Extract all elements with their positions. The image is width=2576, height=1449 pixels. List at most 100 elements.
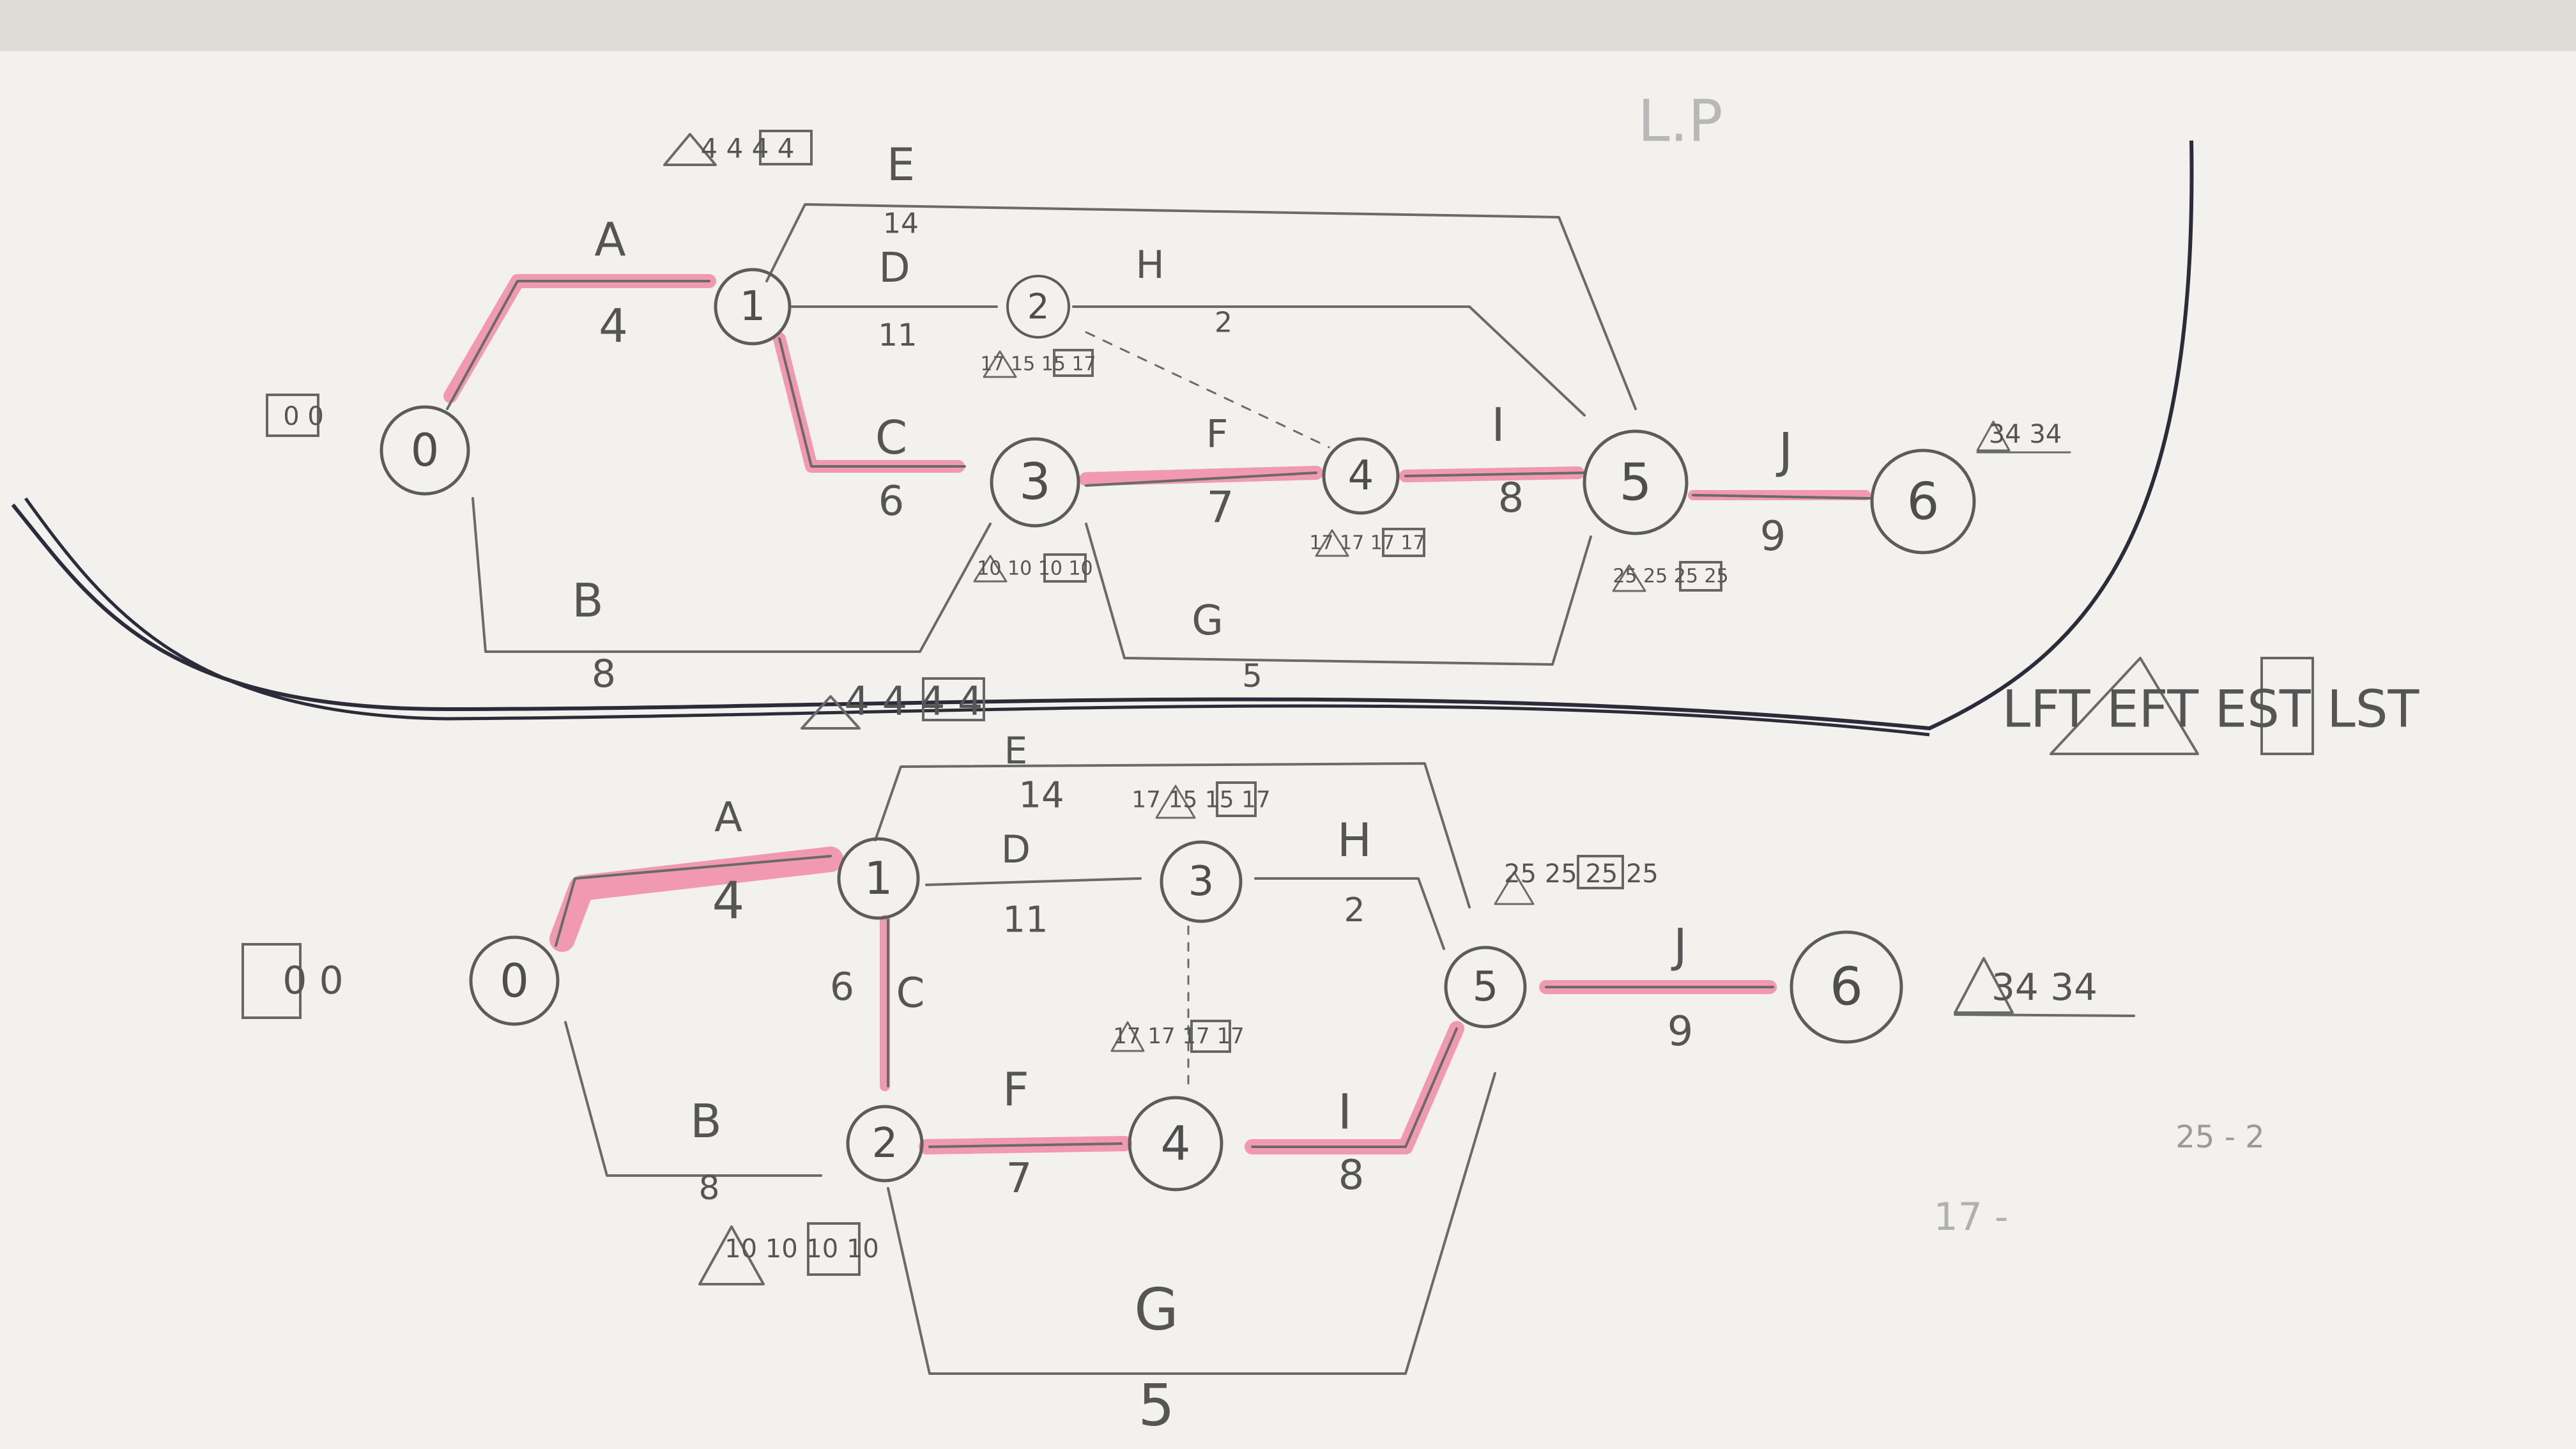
svg-text:17 15 15 17: 17 15 15 17 — [980, 353, 1096, 376]
top-arrow-J — [1692, 494, 1873, 500]
svg-text:25 25 25 25: 25 25 25 25 — [1613, 565, 1728, 588]
top-node-3: 3 — [990, 437, 1080, 528]
top-label-E: E — [887, 139, 915, 191]
top-dur-H: 2 — [1215, 307, 1232, 339]
top-label-J: J — [1776, 422, 1793, 479]
bottom-dur-F: 7 — [1006, 1155, 1032, 1202]
lp-annotation: L.P — [1637, 88, 1722, 155]
note-a: 25 - 2 — [2175, 1119, 2264, 1155]
top-arrow-G — [1085, 523, 1592, 666]
top-dur-I: 8 — [1498, 475, 1524, 522]
bottom-label-D: D — [1001, 827, 1031, 872]
bottom-arrow-A — [555, 855, 832, 947]
bottom-arrow-D — [925, 877, 1142, 886]
top-arrow-A — [446, 280, 710, 410]
top-dur-J: 9 — [1760, 513, 1786, 560]
svg-text:0 0: 0 0 — [283, 402, 324, 431]
top-arrow-I — [1404, 471, 1586, 477]
svg-text:3: 3 — [1019, 454, 1051, 511]
bottom-arrow-B — [564, 1021, 822, 1177]
top-label-D: D — [878, 245, 910, 292]
bottom-arrow-E — [874, 762, 1471, 908]
bottom-node-0: 0 — [469, 935, 560, 1026]
bottom-node-1: 1 — [837, 837, 920, 920]
bottom-label-C: C — [896, 970, 925, 1017]
svg-text:34 34: 34 34 — [1989, 420, 2062, 449]
svg-text:17 17 17 17: 17 17 17 17 — [1309, 532, 1425, 555]
svg-text:10 10 10 10: 10 10 10 10 — [977, 558, 1092, 580]
bottom-node-6: 6 — [1790, 930, 1903, 1044]
top-dur-B: 8 — [592, 652, 616, 696]
svg-text:2: 2 — [872, 1120, 898, 1167]
bottom-node-3: 3 — [1160, 840, 1243, 923]
svg-text:17 17 17 17: 17 17 17 17 — [1113, 1023, 1244, 1049]
top-times-node4: 17 17 17 17 — [1309, 528, 1425, 557]
bottom-label-B: B — [690, 1094, 721, 1148]
top-times-bottom-b: 4 4 4 4 — [801, 677, 985, 730]
top-dur-D: 11 — [878, 318, 917, 353]
bottom-dur-A: 4 — [712, 871, 745, 931]
top-node-1: 1 — [714, 268, 792, 346]
top-arrow-F — [1085, 471, 1317, 487]
bottom-arrow-I — [1251, 1027, 1458, 1148]
top-arrow-C — [778, 337, 966, 468]
bottom-node-4: 4 — [1128, 1096, 1223, 1192]
top-node-4: 4 — [1322, 437, 1400, 515]
bottom-dur-D: 11 — [1002, 900, 1048, 941]
paper-shadow-top — [0, 0, 2576, 51]
top-label-F: F — [1206, 412, 1229, 457]
bottom-dur-J: 9 — [1667, 1008, 1694, 1055]
top-dur-F: 7 — [1206, 483, 1234, 533]
top-label-B: B — [572, 574, 603, 627]
svg-text:6: 6 — [1830, 957, 1863, 1018]
svg-text:10 10 10 10: 10 10 10 10 — [724, 1234, 879, 1264]
bottom-dur-G: 5 — [1138, 1372, 1174, 1439]
svg-text:4: 4 — [1348, 452, 1374, 500]
top-dur-E: 14 — [883, 208, 919, 240]
top-times-node1: 4 4 4 4 — [663, 130, 813, 166]
top-label-I: I — [1491, 398, 1505, 452]
svg-text:2: 2 — [1027, 287, 1049, 327]
svg-text:25 25 25 25: 25 25 25 25 — [1504, 859, 1659, 889]
legend-annotation: LFT EFT EST LST — [2002, 657, 2420, 755]
top-dur-C: 6 — [878, 478, 905, 525]
top-diagram: 0 1 2 3 4 5 6 A 4 B 8 C 6 — [266, 130, 2071, 730]
bottom-dur-B: 8 — [698, 1169, 719, 1208]
top-times-node6: 34 34 — [1976, 420, 2071, 454]
svg-text:4 4 4 4: 4 4 4 4 — [845, 678, 983, 724]
svg-text:17 15 15 17: 17 15 15 17 — [1131, 787, 1271, 813]
bottom-times-node6: 34 34 — [1954, 957, 2135, 1017]
svg-text:1: 1 — [740, 283, 766, 330]
bottom-arrow-F — [928, 1142, 1123, 1148]
ink-divider-curve-2 — [24, 497, 1930, 737]
svg-text:34 34: 34 34 — [1991, 965, 2097, 1009]
bottom-label-G: G — [1134, 1276, 1179, 1344]
top-arrow-dummy — [1085, 331, 1330, 448]
top-arrow-E — [765, 203, 1637, 410]
svg-text:6: 6 — [1907, 472, 1940, 532]
top-dur-G: 5 — [1242, 657, 1262, 694]
top-label-C: C — [875, 411, 907, 464]
bottom-label-H: H — [1337, 813, 1372, 867]
svg-text:0: 0 — [500, 954, 529, 1008]
bottom-dur-E: 14 — [1018, 775, 1064, 816]
bottom-start-box: 0 0 — [241, 943, 344, 1019]
bottom-times-node4: 17 17 17 17 — [1110, 1020, 1245, 1053]
svg-text:5: 5 — [1473, 963, 1499, 1011]
svg-text:0 0: 0 0 — [282, 958, 343, 1003]
top-node-6: 6 — [1870, 448, 1976, 555]
top-dur-A: 4 — [599, 299, 628, 353]
bottom-arrow-G — [887, 1072, 1496, 1375]
svg-text:3: 3 — [1188, 858, 1215, 905]
bottom-dur-I: 8 — [1338, 1152, 1365, 1199]
bottom-times-node3: 17 15 15 17 — [1131, 781, 1271, 819]
top-arrow-B — [471, 497, 992, 653]
svg-text:0: 0 — [411, 424, 440, 477]
note-b: 17 - — [1933, 1195, 2008, 1239]
bottom-label-I: I — [1338, 1084, 1352, 1140]
top-node-5: 5 — [1583, 429, 1689, 535]
bottom-label-E: E — [1004, 729, 1028, 772]
bottom-arrow-H — [1254, 877, 1445, 950]
bottom-dur-C: 6 — [830, 965, 854, 1009]
